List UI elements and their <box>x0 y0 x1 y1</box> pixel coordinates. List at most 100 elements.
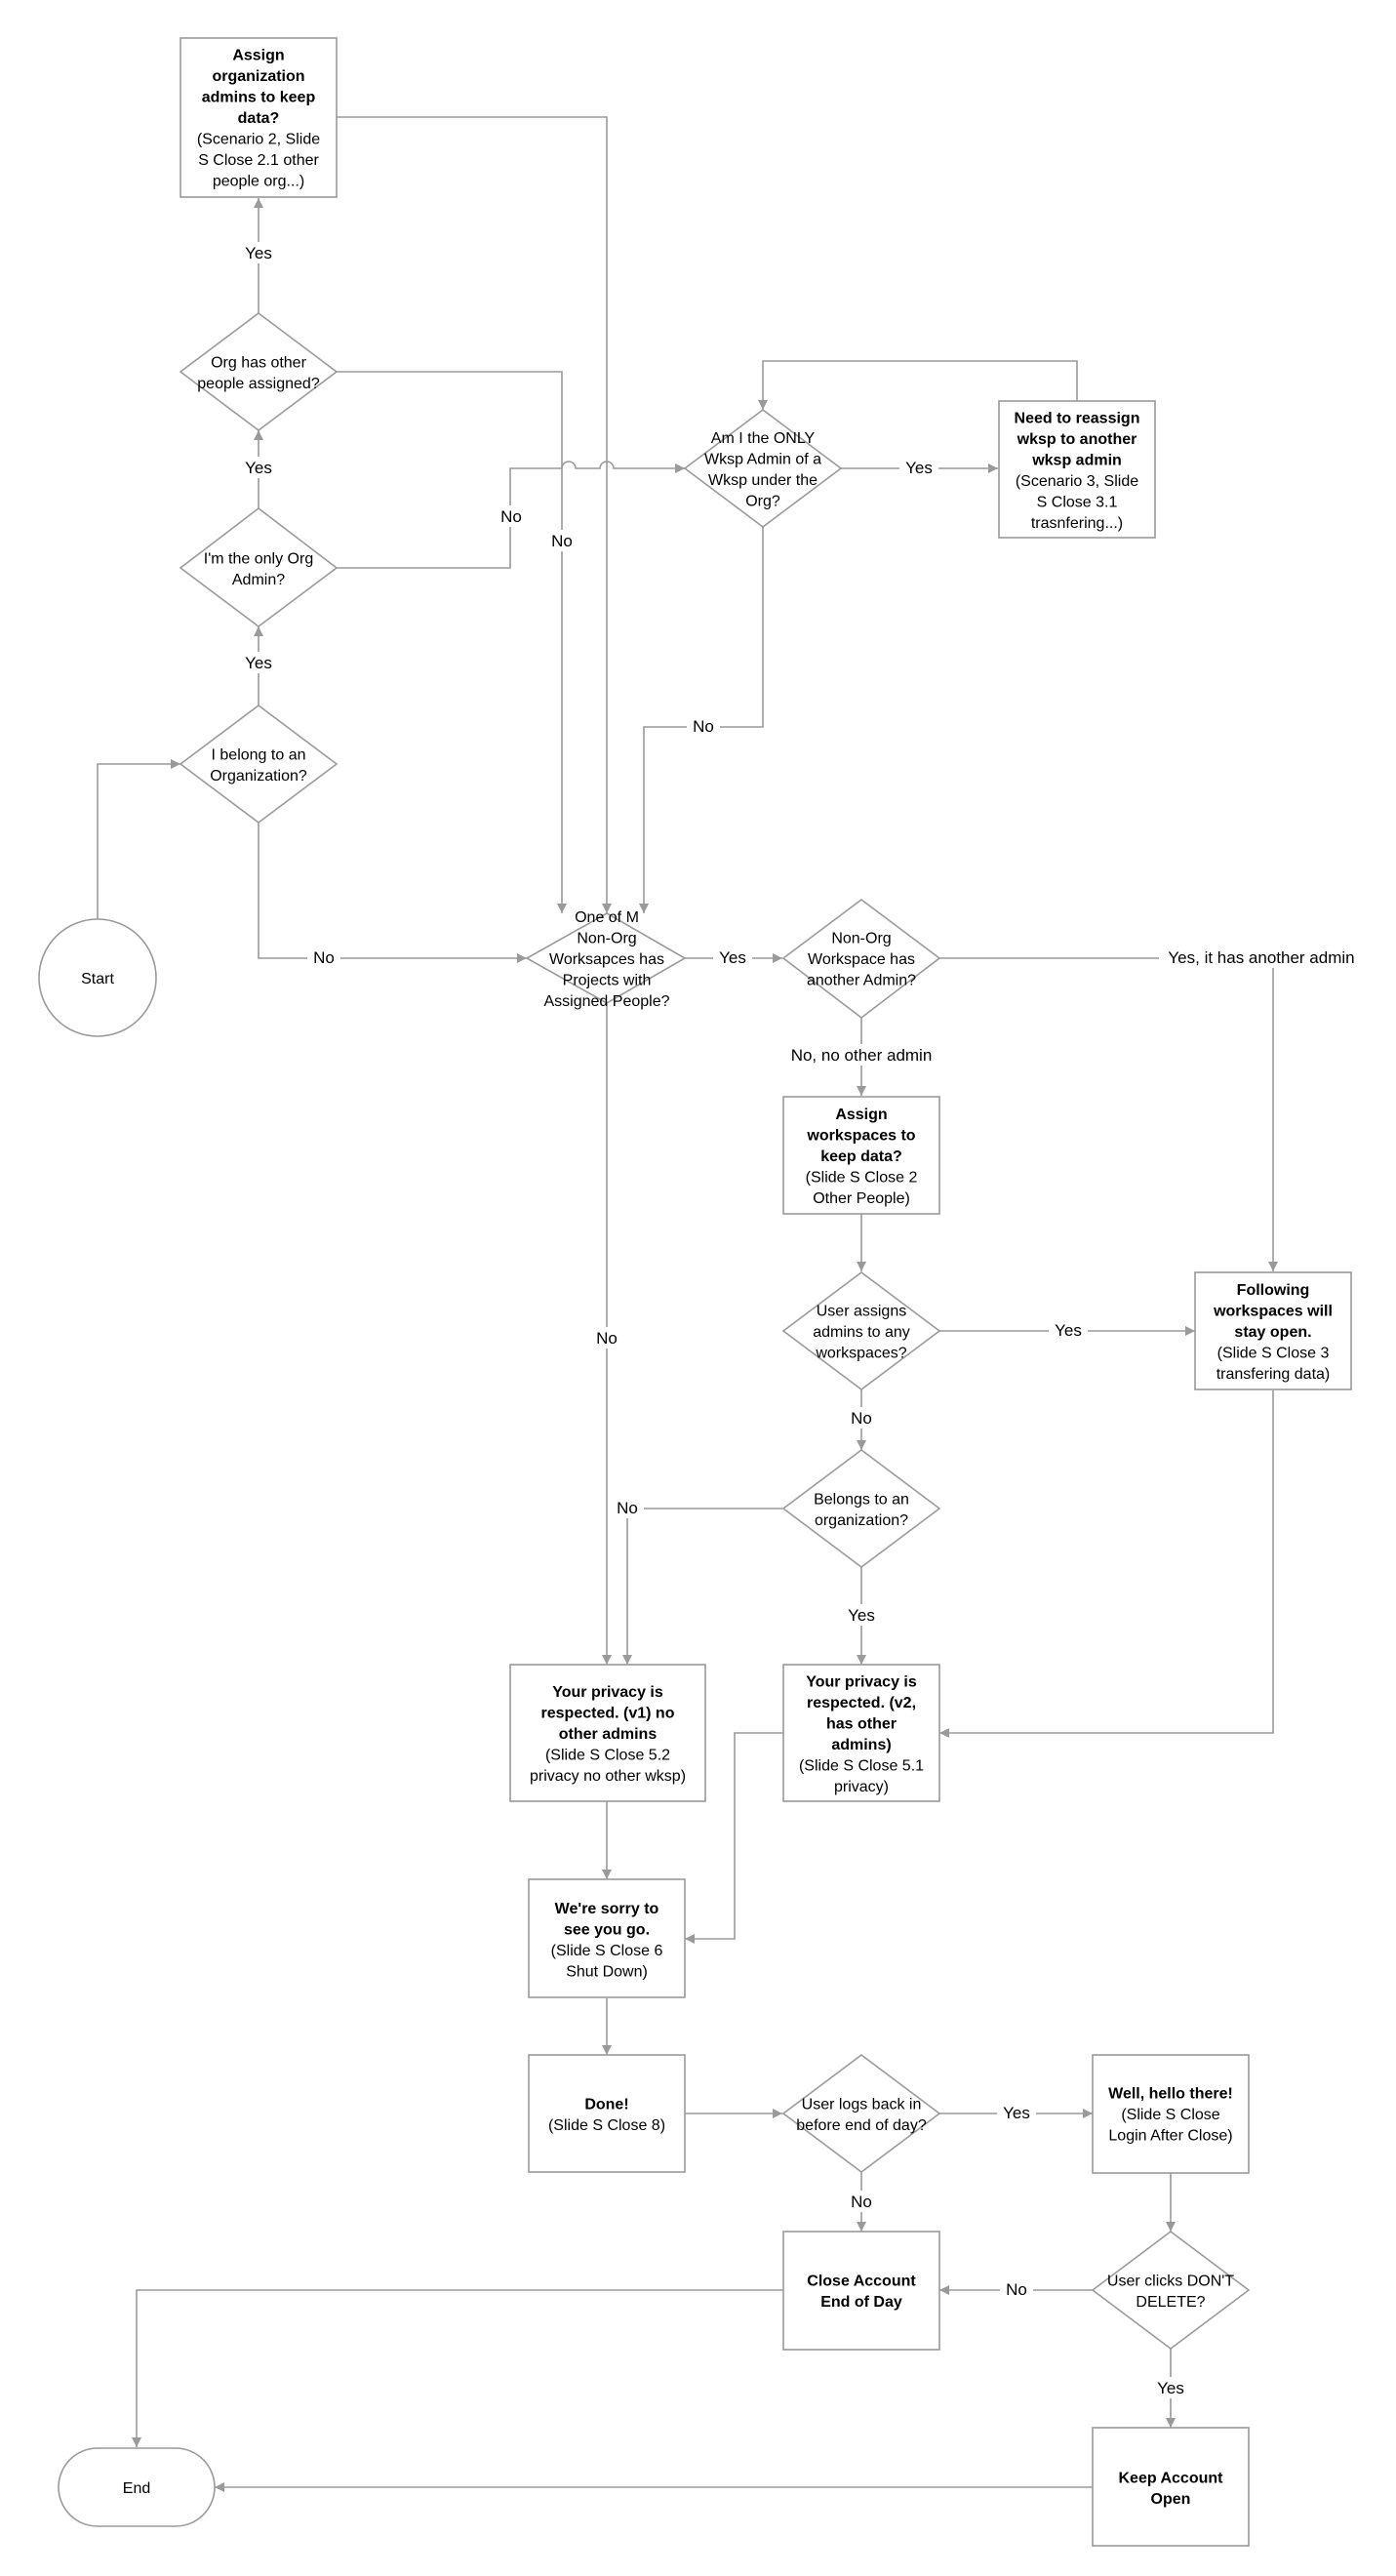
node-text-line: Belongs to an <box>814 1491 909 1508</box>
node-text-line: S Close 3.1 <box>1037 494 1118 510</box>
node-text-line: Wksp under the <box>708 472 818 489</box>
edge-assign-org-admins-to-nonorg <box>337 116 612 913</box>
edge-label-no: No <box>313 948 335 967</box>
end-terminator <box>58 2447 216 2527</box>
decision-nonorg-another-admin <box>781 899 941 1020</box>
node-text-line: (Slide S Close 5.1 <box>799 1757 924 1774</box>
edge-belong-org-no <box>258 823 527 963</box>
edge-label-yes: Yes <box>245 654 272 672</box>
node-text-line: privacy) <box>834 1779 889 1795</box>
process-done-label: Done!(Slide S Close 8) <box>548 2096 665 2134</box>
edge-only-admin-no <box>337 461 685 569</box>
process-reassign-wksp-label: Need to reassign wksp to another wksp admi… <box>1015 410 1140 532</box>
edge-label-no: No <box>693 717 714 736</box>
node-text-line: Keep Account <box>1119 2470 1224 2486</box>
node-text-line: another Admin? <box>807 973 916 989</box>
node-text-line: (Scenario 3, Slide <box>1016 473 1138 490</box>
node-text-line: Assign <box>835 1107 887 1123</box>
node-text-line: Projects with <box>563 973 652 989</box>
edge-start-to-belong-org <box>97 759 180 922</box>
node-text-line: Am I the ONLY <box>711 430 816 447</box>
start-label: Start <box>81 971 114 987</box>
node-text-line: workspaces will <box>1213 1304 1333 1320</box>
edge-another-admin-yes <box>939 957 1278 1271</box>
node-text-line: Other People) <box>813 1190 910 1207</box>
edge-privacy-v2-to-sorry <box>685 1732 783 1944</box>
edge-belongs-org2-no <box>622 1508 782 1665</box>
node-text-line: Non-Org <box>577 931 636 947</box>
edge-label-yes: Yes <box>719 948 746 967</box>
node-text-line: (Slide S Close 3 <box>1217 1346 1330 1362</box>
decision-belongs-org-2 <box>781 1449 941 1568</box>
decision-org-has-other-people <box>179 312 339 431</box>
node-text-line: stay open. <box>1234 1324 1311 1341</box>
node-text-line: keep data? <box>820 1148 902 1165</box>
node-text-line: (Slide S Close <box>1121 2107 1219 2123</box>
edge-label-yes: Yes <box>905 459 933 477</box>
edge-label-no: No <box>851 1409 872 1428</box>
node-text-line: I'm the only Org <box>204 550 313 567</box>
node-text-line: S Close 2.1 other <box>198 152 319 169</box>
decision-user-logs-back-label: User logs back in before end of day? <box>796 2096 927 2134</box>
node-text-line: admins to keep <box>202 90 316 106</box>
process-assign-org-admins <box>179 37 338 198</box>
node-text-line: End of Day <box>820 2294 902 2311</box>
node-text-line: Need to reassign <box>1015 410 1140 426</box>
node-text-line: Org? <box>745 493 780 509</box>
node-text-line: workspaces to <box>806 1128 915 1145</box>
node-text-line: data? <box>238 110 280 127</box>
decision-nonorg-projects <box>525 912 687 1004</box>
node-text-line: wksp admin <box>1031 452 1122 468</box>
node-text-line: Non-Org <box>831 931 891 947</box>
edge-label-yes: Yes <box>1055 1321 1082 1340</box>
node-text-line: User logs back in <box>802 2096 922 2113</box>
node-text-line: (Slide S Close 2 <box>806 1170 918 1187</box>
node-text-line: Worksapces has <box>549 951 664 968</box>
decision-belongs-org-2-label: Belongs to an organization? <box>814 1491 909 1529</box>
node-text-line: Organization? <box>210 768 307 785</box>
edge-label-yes: Yes <box>245 244 272 262</box>
node-text-line: Your privacy is <box>806 1673 917 1690</box>
node-text-line: Workspace has <box>808 951 915 968</box>
edge-following-to-privacy-v2 <box>939 1390 1274 1738</box>
node-text-line: wksp to another <box>1017 431 1137 448</box>
node-text-line: trasnfering...) <box>1031 515 1123 532</box>
process-assign-workspaces <box>782 1096 940 1215</box>
process-privacy-v2 <box>782 1664 940 1802</box>
node-text-line: privacy no other wksp) <box>530 1768 686 1785</box>
process-hello-there <box>1092 2054 1250 2174</box>
connector-labels: Yes Yes Yes No No Yes No No Yes Yes, it … <box>241 242 1364 2398</box>
node-text-line: Start <box>81 971 114 987</box>
node-text-line: admins to any <box>813 1324 910 1341</box>
edge-reassign-back <box>758 360 1078 410</box>
node-text-line: Close Account <box>807 2273 916 2289</box>
edge-label-no: No <box>617 1499 638 1517</box>
decision-belong-org <box>179 704 339 824</box>
node-text-line: (Slide S Close 8) <box>548 2117 665 2134</box>
node-text-line: admins) <box>831 1737 891 1753</box>
edge-close-to-end <box>132 2289 783 2447</box>
node-text-line: respected. (v2, <box>807 1695 916 1711</box>
node-text-line: DELETE? <box>1136 2294 1205 2311</box>
node-text-line: Login After Close) <box>1108 2128 1232 2145</box>
node-text-line: respected. (v1) no <box>541 1706 675 1722</box>
node-text-line: organization? <box>815 1512 908 1529</box>
end-label: End <box>123 2480 150 2497</box>
node-text-line: before end of day? <box>796 2117 927 2134</box>
edge-label-yes: Yes <box>1157 2379 1184 2397</box>
process-reassign-wksp <box>998 400 1156 539</box>
process-done <box>528 2054 686 2173</box>
edge-org-other-no <box>337 371 567 913</box>
edge-label-no: No <box>551 532 573 550</box>
